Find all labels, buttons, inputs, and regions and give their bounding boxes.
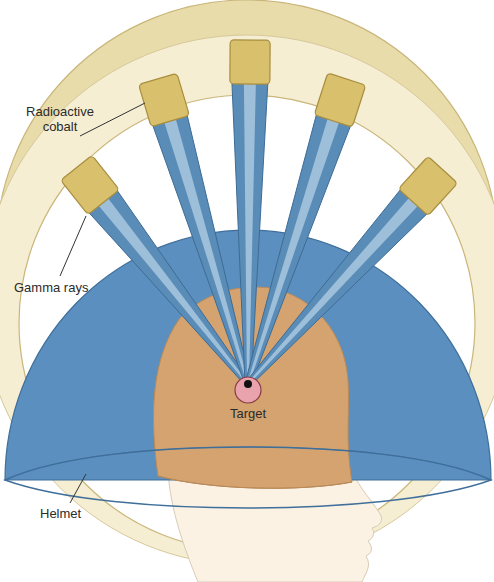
leader-line (70, 474, 86, 503)
part-label: Target (208, 406, 288, 421)
cobalt-block (230, 40, 270, 84)
beam-core (247, 197, 419, 385)
cobalt-source (230, 40, 270, 84)
cobalt-sources (61, 40, 458, 216)
cobalt-block (61, 155, 120, 214)
part-label: Radioactive cobalt (14, 104, 106, 134)
gamma-beams (88, 82, 428, 386)
cobalt-source (139, 73, 190, 127)
cobalt-source (314, 73, 366, 127)
part-label: Gamma rays (14, 280, 94, 295)
leader-line (60, 216, 86, 276)
cobalt-source (61, 155, 120, 214)
source-band (0, 35, 494, 565)
helmet-rim (5, 447, 491, 508)
cobalt-block (139, 73, 190, 127)
cobalt-block (398, 156, 457, 215)
part-label: Helmet (40, 506, 100, 521)
gamma-beam (246, 189, 428, 386)
head-neckline (158, 476, 352, 488)
helmet-rim-back (5, 447, 491, 480)
gamma-beam (245, 114, 351, 385)
cobalt-source (398, 156, 457, 215)
target-circle (235, 377, 261, 403)
cobalt-block (314, 73, 366, 127)
beam-focus (244, 380, 252, 388)
beam-core (244, 82, 256, 384)
